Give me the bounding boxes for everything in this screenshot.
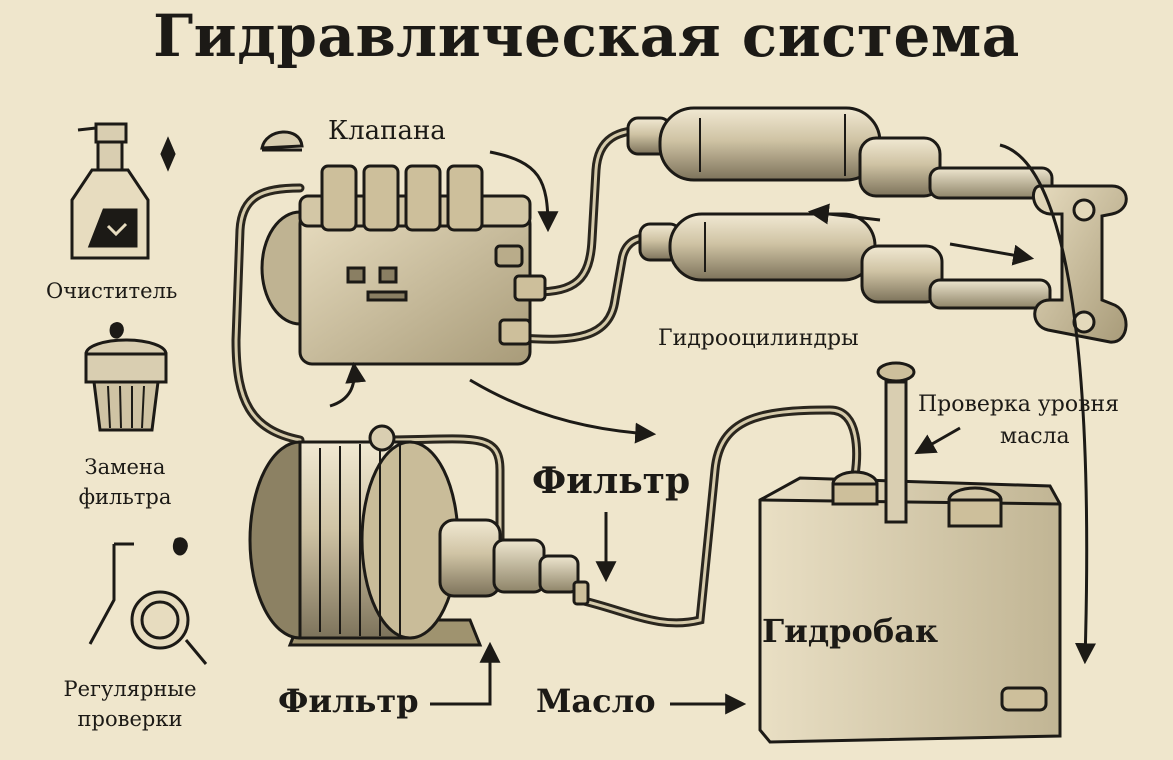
label-valves: Клапана: [328, 116, 446, 146]
arrow-bottom-filter-up: [430, 641, 501, 706]
label-tank: Гидробак: [762, 612, 939, 650]
sidebar-item-filter-line1: Замена: [84, 455, 166, 479]
hydraulic-cylinder-top: [626, 106, 1054, 200]
label-oil-check-line2: масла: [1000, 424, 1070, 449]
arrow-cylinder-right: [949, 242, 1035, 266]
arrow-cylinder-left: [807, 203, 881, 225]
arrow-to-valves: [489, 150, 559, 233]
sidebar-item-filter-label: Замена фильтра: [0, 452, 250, 512]
inspection-gauge-icon: [88, 537, 208, 665]
sidebar-item-cleaner-label: Очиститель: [46, 279, 178, 303]
arrow-right-return: [999, 143, 1096, 665]
arrow-valve-to-filter: [469, 378, 657, 444]
label-oil-check-line1: Проверка уровня: [918, 392, 1120, 417]
page-title: Гидравлическая система: [153, 2, 1020, 70]
valve-block: [260, 164, 547, 366]
arrow-up-to-valve: [329, 361, 367, 408]
label-cylinders: Гидрооцилиндры: [658, 326, 859, 351]
sidebar-item-checks-line1: Регулярные: [63, 677, 197, 701]
label-filter-center: Фильтр: [532, 460, 691, 502]
flow-arrows: [329, 143, 1096, 715]
gauge-icon: [260, 130, 304, 152]
hydraulic-cylinder-bottom: [638, 212, 1052, 310]
sidebar-item-checks-line2: проверки: [77, 707, 183, 731]
sidebar-item-filter-line2: фильтра: [78, 485, 172, 509]
label-oil: Масло: [536, 682, 656, 720]
arrow-oil-level-check: [914, 426, 961, 455]
spray-bottle-icon: [70, 122, 176, 260]
label-filter-bottom: Фильтр: [278, 682, 419, 720]
hydraulic-tank: [758, 361, 1062, 744]
sidebar-item-checks-label: Регулярные проверки: [0, 674, 260, 734]
pump-motor: [248, 424, 590, 647]
cylinder-linkage-bracket: [1031, 184, 1128, 344]
filter-cartridge-icon: [84, 322, 168, 432]
